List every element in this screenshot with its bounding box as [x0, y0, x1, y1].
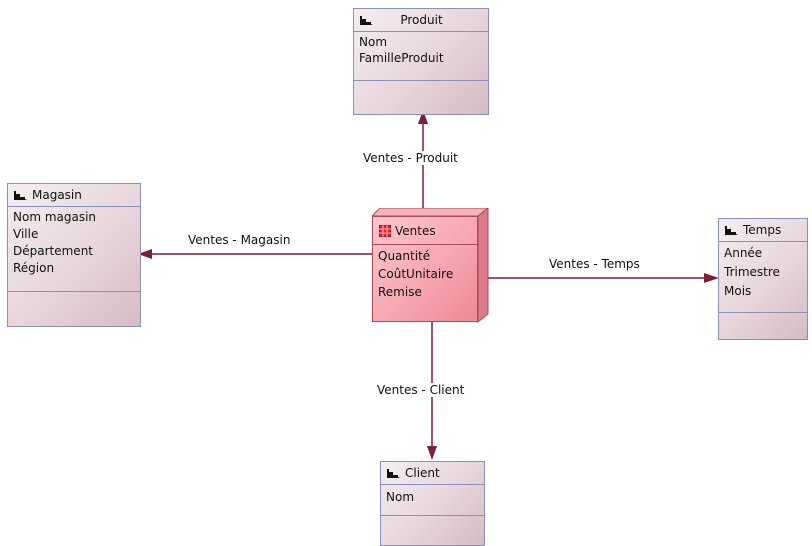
- dimension-name: Produit: [400, 13, 443, 27]
- fact-name: Ventes: [395, 223, 436, 238]
- dimension-name: Magasin: [32, 188, 82, 202]
- fact-header: Ventes: [373, 217, 477, 245]
- dimension-icon: [360, 15, 373, 25]
- dimension-name: Temps: [743, 223, 782, 237]
- link-label-temps: Ventes - Temps: [548, 257, 641, 271]
- attribute: Ville: [13, 227, 39, 241]
- dimension-header: Client: [381, 462, 484, 485]
- link-arrow-produit: [418, 110, 428, 124]
- dimension-produit[interactable]: Produit Nom FamilleProduit: [353, 8, 489, 115]
- attribute-list: Nom: [381, 485, 484, 516]
- attribute: Quantité: [378, 249, 431, 263]
- dimension-name: Client: [405, 466, 440, 480]
- link-label-client: Ventes - Client: [376, 383, 466, 397]
- dimension-client[interactable]: Client Nom: [380, 461, 485, 546]
- link-label-produit: Ventes - Produit: [362, 151, 459, 165]
- attribute: Nom: [359, 35, 388, 49]
- attribute: Département: [13, 244, 93, 258]
- attribute: CoûtUnitaire: [378, 267, 454, 281]
- dimension-icon: [387, 468, 400, 478]
- dimension-header: Produit: [354, 9, 488, 32]
- dimension-header: Magasin: [8, 184, 140, 207]
- fact-ventes[interactable]: Ventes Quantité CoûtUnitaire Remise: [372, 208, 490, 324]
- attribute: FamilleProduit: [359, 51, 444, 65]
- dimension-header: Temps: [719, 219, 807, 242]
- attribute: Nom: [386, 490, 415, 504]
- fact-attribute-list: Quantité CoûtUnitaire Remise: [373, 245, 477, 303]
- link-arrow-client: [427, 446, 437, 460]
- attribute: Nom magasin: [13, 210, 97, 224]
- attribute: Trimestre: [724, 265, 780, 279]
- attribute-list: Année Trimestre Mois: [719, 242, 807, 313]
- attribute-list: Nom FamilleProduit: [354, 32, 488, 81]
- attribute-list: Nom magasin Ville Département Région: [8, 207, 140, 292]
- dimension-icon: [725, 225, 738, 235]
- attribute: Mois: [724, 284, 752, 298]
- attribute: Année: [724, 246, 763, 260]
- link-arrow-magasin: [138, 249, 152, 259]
- link-label-magasin: Ventes - Magasin: [187, 233, 292, 247]
- dimension-temps[interactable]: Temps Année Trimestre Mois: [718, 218, 808, 340]
- fact-body: Ventes Quantité CoûtUnitaire Remise: [372, 216, 478, 322]
- attribute: Région: [13, 261, 55, 275]
- attribute: Remise: [378, 285, 422, 299]
- link-arrow-temps: [704, 273, 719, 283]
- dimension-icon: [14, 190, 27, 200]
- fact-table-icon: [379, 224, 391, 237]
- dimension-magasin[interactable]: Magasin Nom magasin Ville Département Ré…: [7, 183, 141, 327]
